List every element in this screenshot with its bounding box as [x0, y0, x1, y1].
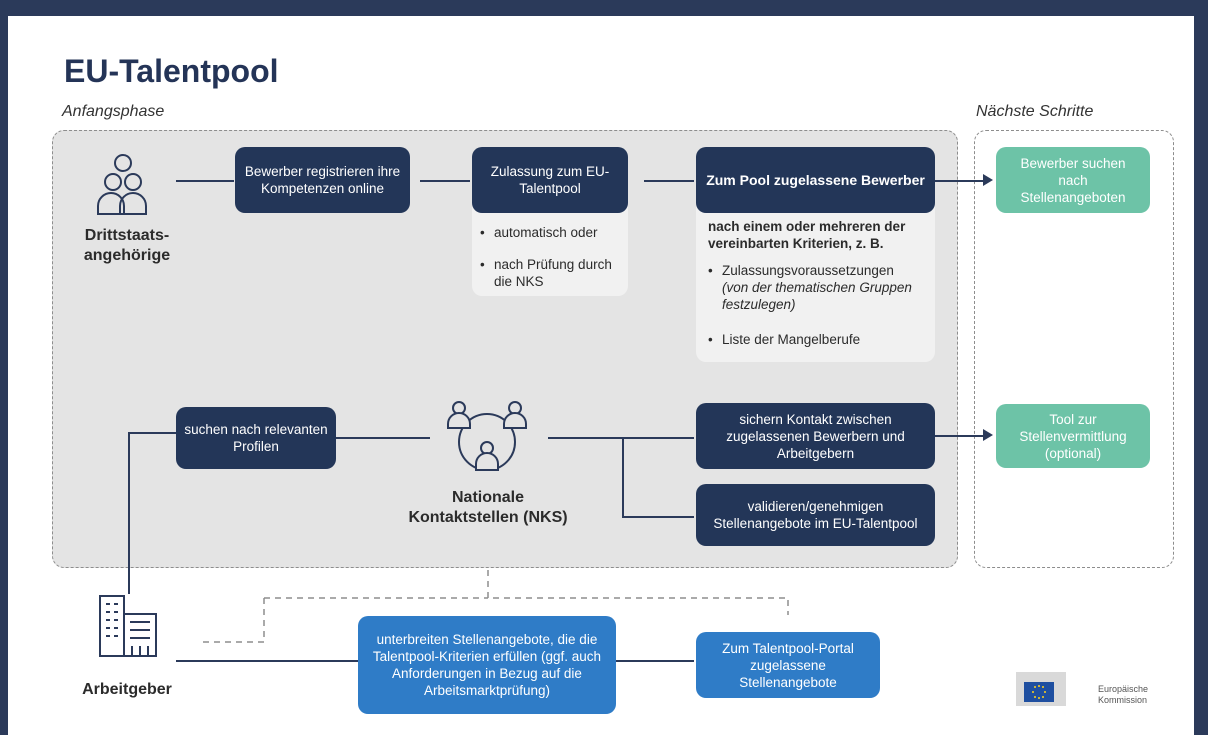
connector-line	[616, 660, 694, 662]
connector-line	[128, 432, 176, 434]
connector-line	[128, 432, 130, 594]
connector-line	[622, 437, 624, 517]
connector-line	[935, 435, 985, 437]
box-submit-job-offers: unterbreiten Stellenangebote, die die Ta…	[358, 616, 616, 714]
actor-national-contact-points: Nationale Kontaktstellen (NKS)	[408, 489, 568, 526]
connector-line	[336, 437, 430, 439]
bullet-admission-requirements: Zulassungsvoraussetzungen (von der thema…	[708, 262, 934, 313]
bullet-after-review: nach Prüfung durch die NKS	[480, 256, 624, 290]
actor-employer: Arbeitgeber	[82, 681, 172, 698]
connector-line	[420, 180, 470, 182]
office-building-icon	[99, 595, 157, 657]
connector-line	[622, 516, 694, 518]
next-steps-region	[974, 130, 1174, 568]
box-search-profiles: suchen nach relevanten Profilen	[176, 407, 336, 469]
connector-line	[644, 180, 694, 182]
criteria-heading: nach einem oder mehreren der vereinbarte…	[708, 219, 906, 251]
arrow-head-icon	[983, 174, 993, 186]
bullet-automatic: automatisch oder	[480, 224, 624, 241]
connector-line	[176, 180, 234, 182]
actor-third-country: Drittstaats- angehörige	[83, 227, 171, 264]
connector-line	[548, 437, 694, 439]
eu-flag-icon	[1024, 682, 1054, 702]
box-validate-offers: validieren/genehmigen Stellenangebote im…	[696, 484, 935, 546]
box-candidates-search-jobs: Bewerber suchen nach Stellenangeboten	[996, 147, 1150, 213]
phase-label-initial: Anfangsphase	[62, 103, 165, 120]
people-group-icon	[97, 154, 147, 215]
box-secure-contact: sichern Kontakt zwischen zugelassenen Be…	[696, 403, 935, 469]
box-admission: Zulassung zum EU-Talentpool	[472, 147, 628, 213]
contact-points-network-icon	[447, 401, 527, 471]
box-admitted-job-offers: Zum Talentpool-Portal zugelassene Stelle…	[696, 632, 880, 698]
bullet-shortage-occupations: Liste der Mangelberufe	[708, 331, 922, 348]
arrow-head-icon	[983, 429, 993, 441]
connector-line	[935, 180, 985, 182]
page-title: EU-Talentpool	[64, 53, 279, 89]
connector-line	[176, 660, 358, 662]
commission-logo-text: Europäische Kommission	[1098, 684, 1149, 705]
box-matching-tool: Tool zur Stellenvermittlung (optional)	[996, 404, 1150, 468]
box-admitted-pool: Zum Pool zugelassene Bewerber	[696, 147, 935, 213]
phase-label-next: Nächste Schritte	[976, 103, 1094, 120]
box-register-skills: Bewerber registrieren ihre Kompetenzen o…	[235, 147, 410, 213]
